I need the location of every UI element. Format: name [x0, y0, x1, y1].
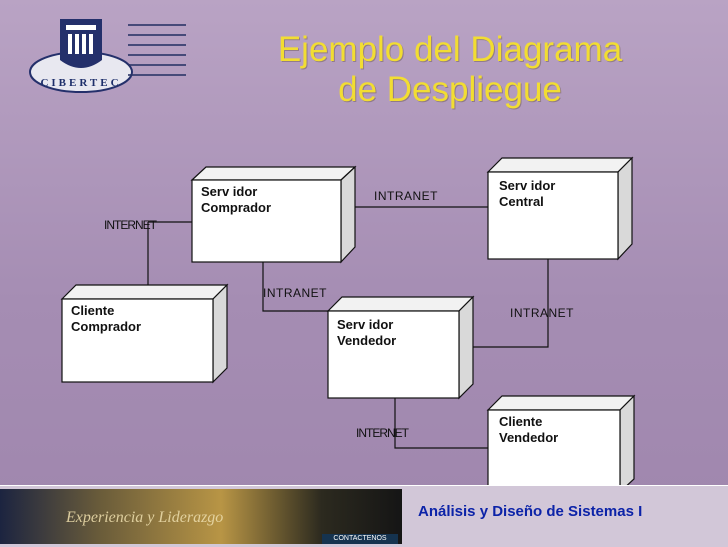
contact-button[interactable]: CONTACTENOS [322, 534, 398, 544]
cliente-vendedor-label: Cliente Vendedor [499, 414, 559, 445]
node-servidor-vendedor [326, 295, 475, 400]
cibertec-logo: CIBERTEC [28, 14, 134, 100]
connection-label-central-vendedor: INTRANET [510, 306, 574, 320]
connection-label-comprador-vendedor: INTRANET [263, 286, 327, 300]
footer-tagline: Experiencia y Liderazgo [66, 509, 224, 526]
title-line-1: Ejemplo del Diagrama [277, 30, 623, 69]
servidor-comprador-label: Serv idor Comprador [201, 184, 272, 215]
node-cliente-comprador [60, 283, 229, 384]
logo-decoration-lines [128, 24, 186, 84]
footer-bar: Experiencia y Liderazgo CONTACTENOS Anál… [0, 485, 728, 547]
servidor-central-label: Serv idor Central [499, 178, 556, 209]
title-line-2: de Despliegue [338, 70, 562, 109]
footer-banner-image: Experiencia y Liderazgo CONTACTENOS [0, 489, 402, 544]
connector-central-vendedor [459, 259, 549, 348]
slide-title: Ejemplo del Diagrama de Despliegue [190, 30, 710, 110]
node-servidor-central [486, 156, 634, 261]
servidor-vendedor-label: Serv idor Vendedor [337, 317, 397, 348]
connector-comprador-vendedor [262, 262, 328, 312]
connection-label-comprador-central: INTRANET [374, 189, 438, 203]
logo-text: CIBERTEC [40, 77, 122, 89]
logo-emblem [29, 19, 133, 93]
cliente-comprador-label: Cliente Comprador [71, 303, 142, 334]
course-title: Análisis y Diseño de Sistemas I [418, 503, 643, 520]
connector-vendedor-cliente [394, 398, 488, 449]
connection-label-cliente-servidor: INTERNET [104, 218, 157, 232]
node-cliente-vendedor [486, 394, 636, 494]
node-servidor-comprador [190, 165, 357, 264]
connection-label-vendedor-cliente: INTERNET [356, 426, 409, 440]
